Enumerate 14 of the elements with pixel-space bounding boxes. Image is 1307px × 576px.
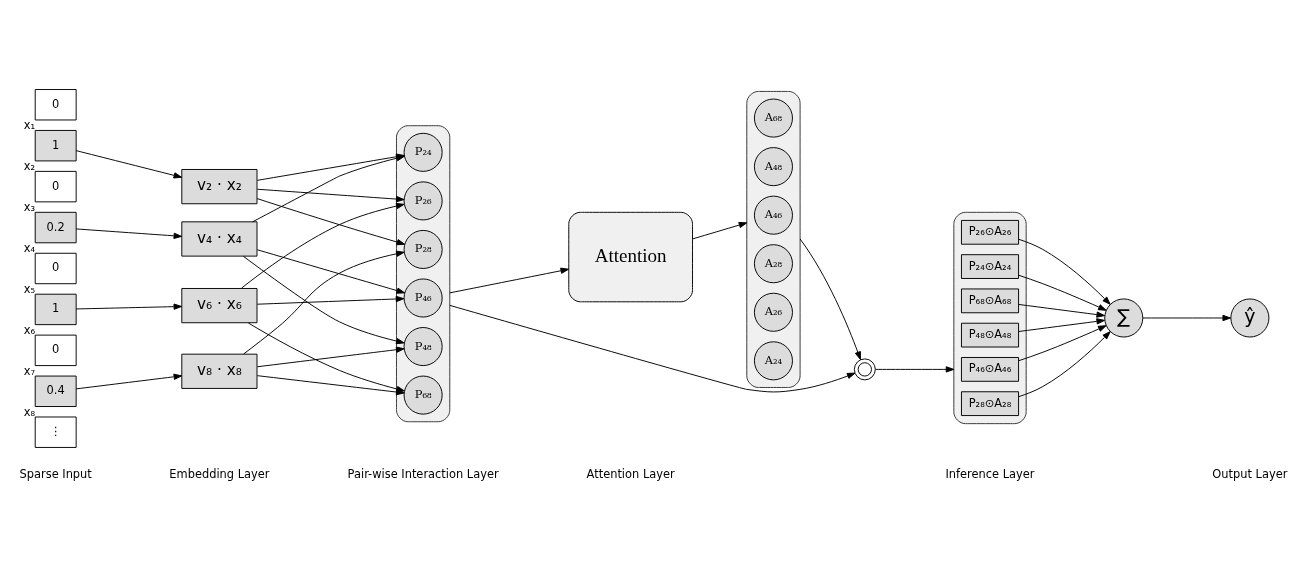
node-label: x₂ xyxy=(23,159,36,174)
node-label: x₄ xyxy=(23,240,36,255)
node-label: x₅ xyxy=(23,281,36,296)
label: Embedding Layer xyxy=(169,467,270,482)
label: Pair-wise Interaction Layer xyxy=(347,467,499,482)
label: Attention Layer xyxy=(586,467,675,482)
node-label: x₁ xyxy=(23,118,36,133)
node-label: x₆ xyxy=(23,322,36,337)
label: Inference Layer xyxy=(945,467,1035,482)
node-label: x₇ xyxy=(23,363,36,378)
node-label: x₃ xyxy=(23,199,36,214)
label: Output Layer xyxy=(1212,467,1288,482)
label: Sparse Input xyxy=(19,467,92,482)
node-label: x₈ xyxy=(23,404,36,419)
